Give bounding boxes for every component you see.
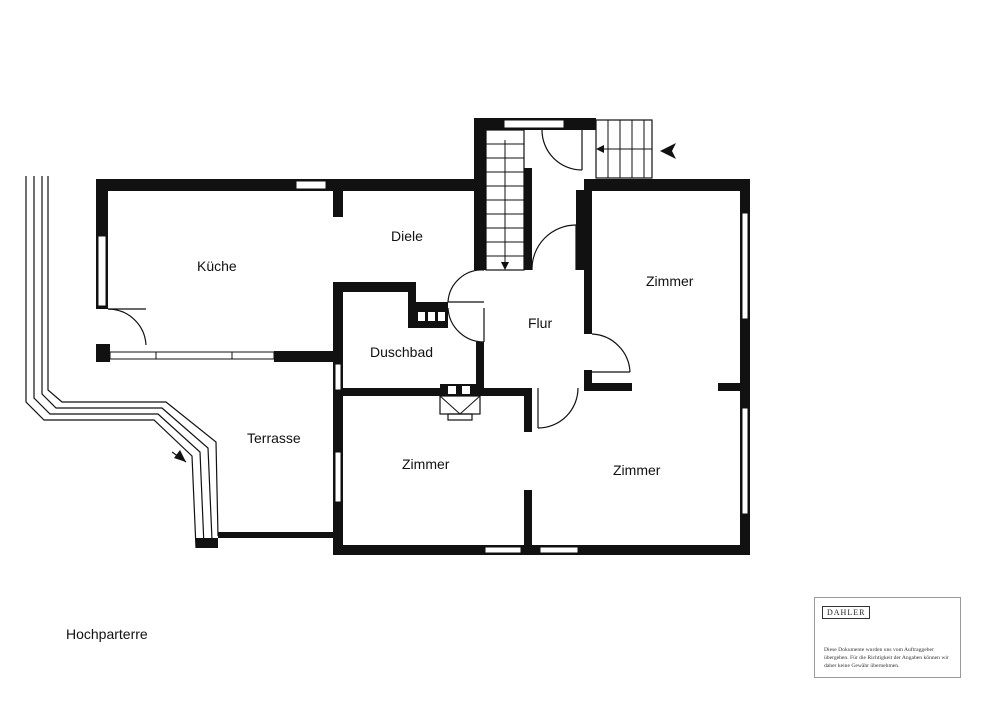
wall-flur-right [584,179,592,334]
window-bath [334,363,342,391]
doors [107,129,631,429]
wall-bath-bottom [333,388,529,396]
wall-diele-stub [333,191,343,217]
floor-label: Hochparterre [66,626,148,642]
window-bottom-b [539,546,579,554]
wall-stair-inner [524,168,532,270]
entrance-arrow-icon [660,143,676,159]
wall-right [740,179,750,555]
window-zimmer-rt [741,212,749,320]
interior-stairs [485,129,525,271]
terrace-railing [25,176,219,549]
wall-zimmer-rt-bottom-b [718,383,748,391]
window-stair [503,119,565,129]
stove [440,384,480,396]
wall-flur-right-inner [576,190,586,270]
wall-mid-upper [524,388,532,432]
wall-top-right [584,179,750,191]
entrance-stairs [595,119,676,179]
room-label-duschbad: Duschbad [370,344,433,360]
windows [97,119,749,554]
room-label-terrasse: Terrasse [247,430,301,446]
room-label-diele: Diele [391,228,423,244]
window-bottom-a [484,546,522,554]
wall-mid-lower [524,490,532,550]
dahler-logo: DAHLER [822,606,871,619]
walls [96,118,750,555]
wall-pier [96,344,110,362]
wall-lower-left [333,282,343,555]
room-label-zimmer-left-bottom: Zimmer [402,456,450,472]
wall-flur-stub [584,370,592,390]
room-labels: Küche Diele Flur Duschbad Terrasse Zimme… [197,228,694,478]
wall-bath-notch [408,282,416,304]
fixtures [418,312,481,421]
wall-zimmer-rt-bottom-a [584,383,632,391]
disclaimer-text: Diese Dokumente wurden uns vom Auftragge… [824,647,949,669]
window-kitchen-terrace [109,351,275,360]
window-zimmer-rb [741,407,749,515]
room-label-kueche: Küche [197,258,237,274]
room-label-flur: Flur [528,315,552,331]
wall-bath-right [476,342,484,396]
wall-bath-top [333,282,415,292]
window-zimmer-lb [334,451,342,503]
room-label-zimmer-right-bottom: Zimmer [613,462,661,478]
window-kitchen-top [295,180,327,190]
window-kitchen-left [97,235,107,307]
wall-terrace-bottom [218,532,336,538]
wall-terrace-corner [196,538,218,548]
disclaimer-box: DAHLER Diese Dokumente wurden uns vom Au… [814,597,961,678]
wall-top-kitchen [96,179,478,191]
wall-stair-left [474,118,486,270]
wall-stub-kitchen [274,351,336,362]
room-label-zimmer-right-top: Zimmer [646,273,694,289]
